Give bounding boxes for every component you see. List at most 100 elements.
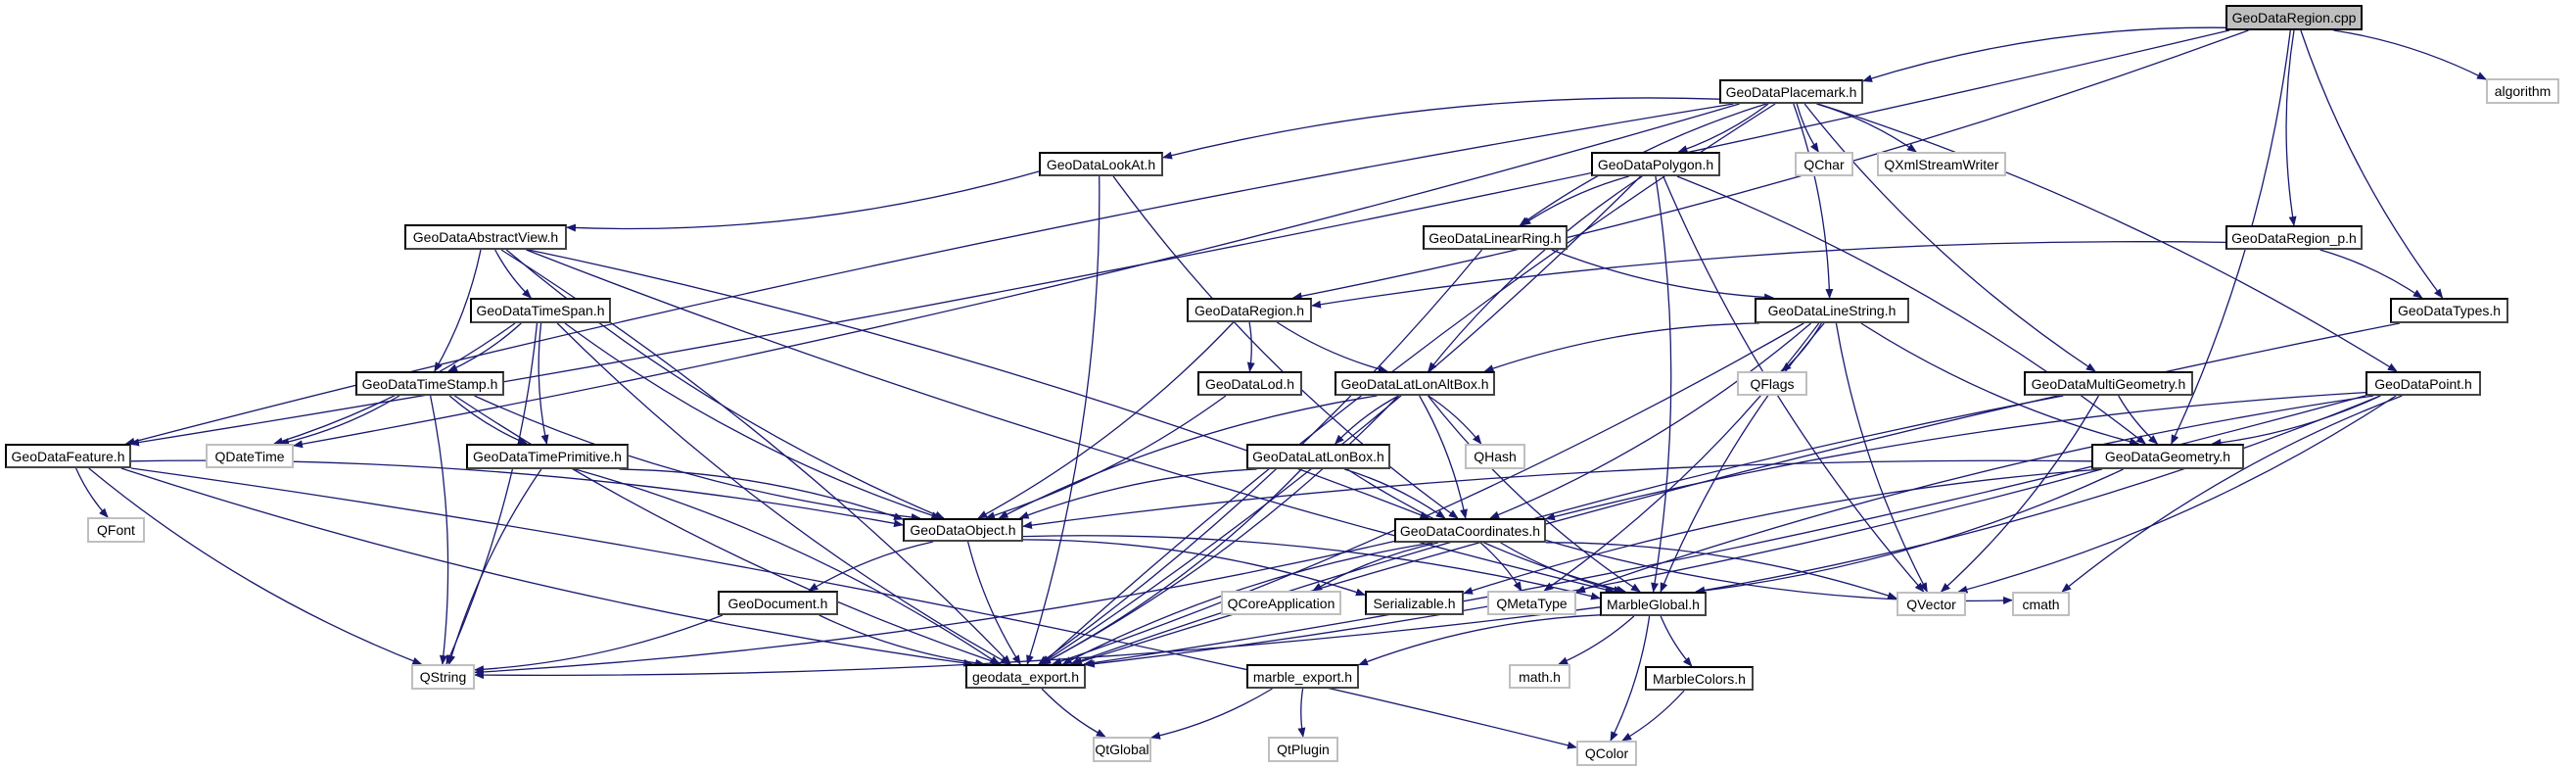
edge-geodatafeature-h-to-geodata-export-h bbox=[120, 467, 974, 667]
node-label: QCoreApplication bbox=[1227, 595, 1335, 611]
edge-geodatafeature-h-to-qcolor bbox=[130, 467, 1577, 749]
edge-geodataobject-h-to-geodocument-h bbox=[808, 541, 934, 592]
node-geodataregion-cpp[interactable]: GeoDataRegion.cpp bbox=[2225, 5, 2363, 30]
node-label: QFlags bbox=[1750, 375, 1795, 392]
node-math-h[interactable]: math.h bbox=[1509, 664, 1570, 689]
node-geodatalatlonaltbox-h[interactable]: GeoDataLatLonAltBox.h bbox=[1335, 371, 1495, 396]
edge-geodatatimespan-h-to-qstring bbox=[445, 322, 539, 665]
node-qcoreapplication[interactable]: QCoreApplication bbox=[1221, 591, 1341, 615]
node-geodatalinearring-h[interactable]: GeoDataLinearRing.h bbox=[1423, 225, 1568, 250]
node-label: QString bbox=[419, 669, 467, 685]
edge-geodataplacemark-h-to-qchar bbox=[1796, 103, 1819, 153]
edge-geodataregion-p-h-to-geodataregion-h bbox=[1311, 241, 2226, 309]
node-label: GeoDataTimePrimitive.h bbox=[473, 449, 622, 464]
edge-geodataplacemark-h-to-geodatapolygon-h bbox=[1677, 103, 1769, 153]
edge-geodatalookat-h-to-geodataabstractview-h bbox=[566, 170, 1040, 232]
edge-geodocument-h-to-geodata-export-h bbox=[819, 614, 986, 667]
node-geodatalookat-h[interactable]: GeoDataLookAt.h bbox=[1039, 152, 1163, 176]
edge-geodatalatlonaltbox-h-to-geodataobject-h bbox=[998, 395, 1378, 519]
node-qtglobal[interactable]: QtGlobal bbox=[1093, 737, 1151, 762]
node-geodataregion-h[interactable]: GeoDataRegion.h bbox=[1187, 298, 1312, 322]
node-geodataobject-h[interactable]: GeoDataObject.h bbox=[903, 518, 1023, 542]
edge-geodatafeature-h-to-qstring bbox=[88, 467, 423, 665]
node-geodatatimestamp-h[interactable]: GeoDataTimeStamp.h bbox=[355, 371, 504, 396]
node-label: GeoDataLineString.h bbox=[1767, 303, 1897, 318]
edge-geodataregion-cpp-to-geodataregion-h bbox=[1291, 29, 2249, 301]
node-label: math.h bbox=[1519, 668, 1561, 685]
node-label: GeoDataRegion_p.h bbox=[2231, 229, 2357, 246]
node-serializable-h[interactable]: Serializable.h bbox=[1365, 591, 1464, 615]
node-qtplugin[interactable]: QtPlugin bbox=[1268, 737, 1338, 762]
node-geodataplacemark-h[interactable]: GeoDataPlacemark.h bbox=[1719, 79, 1863, 104]
node-label: GeoDataPlacemark.h bbox=[1725, 83, 1857, 100]
node-qflags[interactable]: QFlags bbox=[1737, 371, 1807, 396]
node-geodatatimeprimitive-h[interactable]: GeoDataTimePrimitive.h bbox=[466, 444, 629, 469]
node-qxmlstreamwriter[interactable]: QXmlStreamWriter bbox=[1877, 152, 2006, 176]
edge-geodataregion-cpp-to-geodataplacemark-h bbox=[1862, 26, 2226, 82]
edge-geodatapolygon-h-to-marbleglobal-h bbox=[1651, 175, 1672, 593]
edge-geodatatimestamp-h-to-geodata-export-h bbox=[454, 395, 1003, 665]
node-qdatetime[interactable]: QDateTime bbox=[206, 444, 294, 468]
edge-geodatatimestamp-h-to-geodatatimeprimitive-h bbox=[448, 395, 529, 445]
edge-geodatalatlonbox-h-to-geodataobject-h bbox=[1018, 468, 1257, 519]
node-label: QVector bbox=[1906, 596, 1956, 612]
node-marble-export-h[interactable]: marble_export.h bbox=[1246, 664, 1359, 689]
node-geodataabstractview-h[interactable]: GeoDataAbstractView.h bbox=[404, 224, 567, 250]
node-label: Serializable.h bbox=[1373, 595, 1456, 611]
node-qstring[interactable]: QString bbox=[411, 664, 475, 690]
node-qcolor[interactable]: QColor bbox=[1576, 741, 1637, 766]
edge-geodataregion-cpp-to-algorithm bbox=[2333, 29, 2487, 80]
node-cmath[interactable]: cmath bbox=[2012, 592, 2070, 616]
edge-geodataregion-h-to-geodatalatlonaltbox-h bbox=[1276, 321, 1388, 373]
edge-geodatalinearring-h-to-geodatalinestring-h bbox=[1551, 249, 1774, 302]
node-geodatafeature-h[interactable]: GeoDataFeature.h bbox=[5, 444, 131, 468]
edge-geodataregion-h-to-geodatalod-h bbox=[1246, 321, 1255, 372]
edge-marbleglobal-h-to-marblecolors-h bbox=[1660, 615, 1693, 667]
node-label: QFont bbox=[97, 522, 135, 538]
edge-geodataobject-h-to-geodata-export-h bbox=[966, 541, 1021, 665]
edge-geodatapolygon-h-to-geodata-export-h bbox=[1040, 175, 1642, 665]
node-label: geodata_export.h bbox=[972, 668, 1079, 685]
edge-geodatalod-h-to-geodataobject-h bbox=[985, 395, 1227, 520]
edge-geodatalatlonbox-h-to-geodata-export-h bbox=[1041, 468, 1302, 665]
edge-marbleglobal-h-to-math-h bbox=[1558, 615, 1635, 665]
node-geodatalinestring-h[interactable]: GeoDataLineString.h bbox=[1755, 298, 1909, 323]
node-qfont[interactable]: QFont bbox=[87, 517, 145, 543]
edge-geodatacoordinates-h-to-qvector bbox=[1545, 542, 1897, 600]
node-label: QHash bbox=[1474, 449, 1517, 464]
edge-geodatapoint-h-to-geodatacoordinates-h bbox=[1545, 391, 2366, 521]
node-label: MarbleGlobal.h bbox=[1607, 596, 1700, 612]
node-geodatageometry-h[interactable]: GeoDataGeometry.h bbox=[2091, 444, 2244, 469]
node-geodatalatlonbox-h[interactable]: GeoDataLatLonBox.h bbox=[1246, 444, 1390, 469]
node-qmetatype[interactable]: QMetaType bbox=[1487, 591, 1576, 615]
node-geodatatimespan-h[interactable]: GeoDataTimeSpan.h bbox=[470, 298, 611, 323]
edge-geodatatimestamp-h-to-qstring bbox=[429, 395, 449, 665]
node-geodataregion-p-h[interactable]: GeoDataRegion_p.h bbox=[2225, 225, 2363, 250]
node-qvector[interactable]: QVector bbox=[1897, 592, 1966, 616]
node-label: cmath bbox=[2022, 596, 2060, 612]
node-geodatapolygon-h[interactable]: GeoDataPolygon.h bbox=[1591, 152, 1720, 176]
node-label: GeoDataLookAt.h bbox=[1046, 156, 1156, 172]
edge-geodataregion-h-to-geodataobject-h bbox=[977, 321, 1235, 519]
edge-geodatageometry-h-to-marbleglobal-h bbox=[1695, 468, 2124, 595]
node-label: MarbleColors.h bbox=[1653, 670, 1746, 687]
edge-geodataplacemark-h-to-geodatalookat-h bbox=[1162, 97, 1720, 160]
node-geodocument-h[interactable]: GeoDocument.h bbox=[718, 591, 838, 615]
node-geodata-export-h[interactable]: geodata_export.h bbox=[965, 664, 1086, 689]
node-algorithm[interactable]: algorithm bbox=[2486, 78, 2559, 104]
node-geodatacoordinates-h[interactable]: GeoDataCoordinates.h bbox=[1394, 518, 1546, 543]
edge-geodatapoint-h-to-qmetatype bbox=[1575, 395, 2374, 594]
edge-marblecolors-h-to-qcolor bbox=[1621, 690, 1685, 742]
node-geodatamultigeometry-h[interactable]: GeoDataMultiGeometry.h bbox=[2024, 371, 2193, 396]
node-geodatalod-h[interactable]: GeoDataLod.h bbox=[1197, 371, 1302, 396]
node-marblecolors-h[interactable]: MarbleColors.h bbox=[1645, 666, 1754, 691]
node-qhash[interactable]: QHash bbox=[1465, 444, 1525, 469]
edge-geodatageometry-h-to-serializable-h bbox=[1463, 468, 2103, 595]
edge-geodatapolygon-h-to-geodatalinearring-h bbox=[1521, 175, 1629, 226]
node-marbleglobal-h[interactable]: MarbleGlobal.h bbox=[1600, 592, 1707, 616]
edge-geodatalatlonaltbox-h-to-geodatacoordinates-h bbox=[1419, 395, 1468, 519]
node-geodatapoint-h[interactable]: GeoDataPoint.h bbox=[2365, 371, 2481, 396]
edge-geodataabstractview-h-to-geodatatimespan-h bbox=[494, 249, 533, 299]
node-geodatatypes-h[interactable]: GeoDataTypes.h bbox=[2390, 298, 2508, 323]
node-qchar[interactable]: QChar bbox=[1795, 152, 1853, 176]
